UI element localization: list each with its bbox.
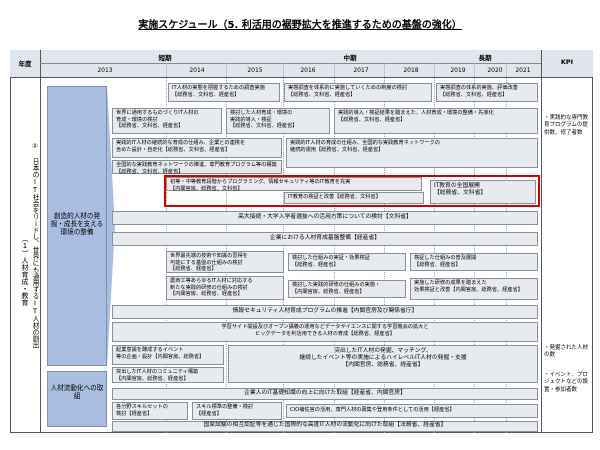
year-2016: 2016 bbox=[300, 67, 316, 74]
mid-term-label: 中期 bbox=[343, 54, 357, 62]
task-box: 実践的導入・検証結果を踏まえた、人材育成・環境の整備・先導化 【総務省、文科省、… bbox=[334, 108, 538, 134]
task-box: 実態調査を体系的に実施していくための制度の検討 【総務省、文科省、経産省】 bbox=[284, 83, 432, 102]
grid-line bbox=[226, 63, 227, 433]
task-box: 実施した研修の成果を踏まえた 効果検証と改善【内閣官房、総務省、経産省】 bbox=[410, 278, 538, 300]
task-box: IT教育の検証と改善【総務省、文科省】 bbox=[284, 192, 424, 204]
grid-line bbox=[334, 63, 335, 433]
group-arrow bbox=[107, 86, 115, 366]
task-box: 突出したIT人材の発掘、マッチング、 継続したイベント等の実施によるハイレベルI… bbox=[228, 345, 538, 383]
grid-line bbox=[506, 63, 507, 433]
grid-line bbox=[283, 63, 284, 433]
year-2021: 2021 bbox=[515, 67, 531, 74]
task-box: 実践的IT人材の育成の仕組み、全国的な実践教育ネットワークの 継続的運用【総務省… bbox=[286, 138, 538, 168]
group-environment-label: 創造的人材の発掘・成長を支える環境の整備 bbox=[50, 212, 104, 237]
grid-line bbox=[434, 63, 435, 433]
task-box: 高大接続・大学入学者選抜への活用方策についての検討【文科省】 bbox=[112, 211, 538, 225]
task-box: CIO補佐官の活用、専門人材の募集や登用条件としての活用【経産省】 bbox=[286, 404, 538, 418]
year-2020: 2020 bbox=[487, 67, 503, 74]
task-box: 初等・中等教育段階からプログラミング、情報セキュリティ等のIT教育を充実 【内閣… bbox=[166, 177, 422, 192]
task-box: 検討した実践的研修の仕組みの実施・ 【内閣官房、総務省、経産省】 bbox=[288, 280, 406, 298]
task-box: 全国的な実践教育ネットワークの推進、専門教育プログラム等の構築 【総務省、文科省… bbox=[112, 160, 282, 175]
task-box: 世界に通用するものづくりIT人材の 育成・環境の検討 【総務省、文科省、経産省】 bbox=[112, 108, 222, 134]
task-box: 実践的IT人材の継続的な育成の仕組み、企業との連携を 含めた設計・自走化【総務省… bbox=[112, 138, 282, 158]
category-label: （1）人材育成・教育 bbox=[21, 234, 29, 306]
task-box: IT人材の実態を把握するための調査実施 【総務省、文科省、経産省】 bbox=[168, 83, 280, 102]
long-term-label: 長期 bbox=[478, 54, 492, 62]
subcategory-label: ② 日本のIT社会をリードし、世界にも通用するIT人材の創出 bbox=[31, 141, 39, 349]
grid-line bbox=[384, 63, 385, 433]
task-box: 情報セキュリティ人材育成プログラムの推進【内閣官房及び関係省庁】 bbox=[112, 305, 538, 319]
year-2013: 2013 bbox=[97, 67, 113, 74]
divider bbox=[40, 63, 541, 64]
year-2018: 2018 bbox=[403, 67, 419, 74]
divider bbox=[541, 50, 542, 433]
task-box: 実態調査の体系的実施、評価改善 【総務省、文科省、経産省】 bbox=[436, 83, 538, 102]
page-title: 実施スケジュール（5. 利活用の裾野拡大を推進するための基盤の強化） bbox=[138, 20, 462, 31]
group-environment bbox=[47, 86, 107, 366]
kpi-text: ・実践的な専門教育プログラムの提供数、修了者数 bbox=[544, 115, 589, 136]
grid-line bbox=[166, 63, 167, 433]
group-mobility-label: 人材流動化への取組 bbox=[50, 384, 104, 401]
group-mobility bbox=[47, 371, 107, 427]
task-box: 国家試験の相互認証等を通じた国際的な高度IT人材の流動化に向けた取組【法務省、経… bbox=[112, 421, 538, 432]
task-box: 検討した仕組みの実証・効果検証 【総務省、経産省】 bbox=[288, 253, 406, 271]
nendo-label: 年度 bbox=[18, 60, 32, 68]
kpi-text: ・イベント、プロジェクトなどの設置・参加者数 bbox=[544, 372, 589, 393]
task-box: 突出したIT人材のコミュニティ構築 【内閣官房、総務省、経産省】 bbox=[112, 367, 224, 383]
kpi-text: ・発掘された人材の数 bbox=[544, 345, 589, 359]
task-box: 世界最先端の技術や知識の習得を 可能にする基盤の仕組みの検討 【総務省、経産省】 bbox=[166, 251, 284, 273]
task-box: 企業人のIT基礎知識の向上に向けた取組【経産省、内閣官房】 bbox=[112, 388, 538, 400]
short-term-label: 短期 bbox=[158, 54, 172, 62]
year-2019: 2019 bbox=[450, 67, 466, 74]
task-box: 各分野スキルセットの 検討【経産省】 bbox=[112, 402, 188, 420]
grid-line bbox=[474, 63, 475, 433]
task-box: スキル標準の整備・検討 【経産省】 bbox=[192, 402, 282, 420]
task-box: 企業における人材育成基盤整備【経産省】 bbox=[112, 232, 538, 246]
year-2015: 2015 bbox=[247, 67, 263, 74]
task-box: IT教育の全国展開 【総務省、文科省】 bbox=[430, 180, 536, 204]
year-2014: 2014 bbox=[189, 67, 205, 74]
kpi-label: KPI bbox=[560, 58, 574, 66]
highlight-box bbox=[164, 175, 540, 207]
divider bbox=[40, 50, 41, 433]
year-2017: 2017 bbox=[353, 67, 369, 74]
task-box: 学習サイト開設及びオープン講義の運用などデータサイエンスに関する学習機会の拡大と… bbox=[112, 322, 538, 342]
task-box: 農商工等あらゆるIT人材に対応する 新たな実践的研修の仕組みの検討 【内閣官房、… bbox=[166, 276, 284, 300]
task-box: 検討した人材育成・環境の 実践的導入・検証 【総務省、文科省、経産省】 bbox=[226, 108, 330, 134]
header-row bbox=[10, 50, 593, 78]
task-box: 検証した仕組みの普及展開 【総務省、経産省】 bbox=[410, 253, 538, 271]
task-box: 起業意識を醸成するイベント 等の企画・設計【内閣官房、総務省】 bbox=[112, 345, 224, 365]
